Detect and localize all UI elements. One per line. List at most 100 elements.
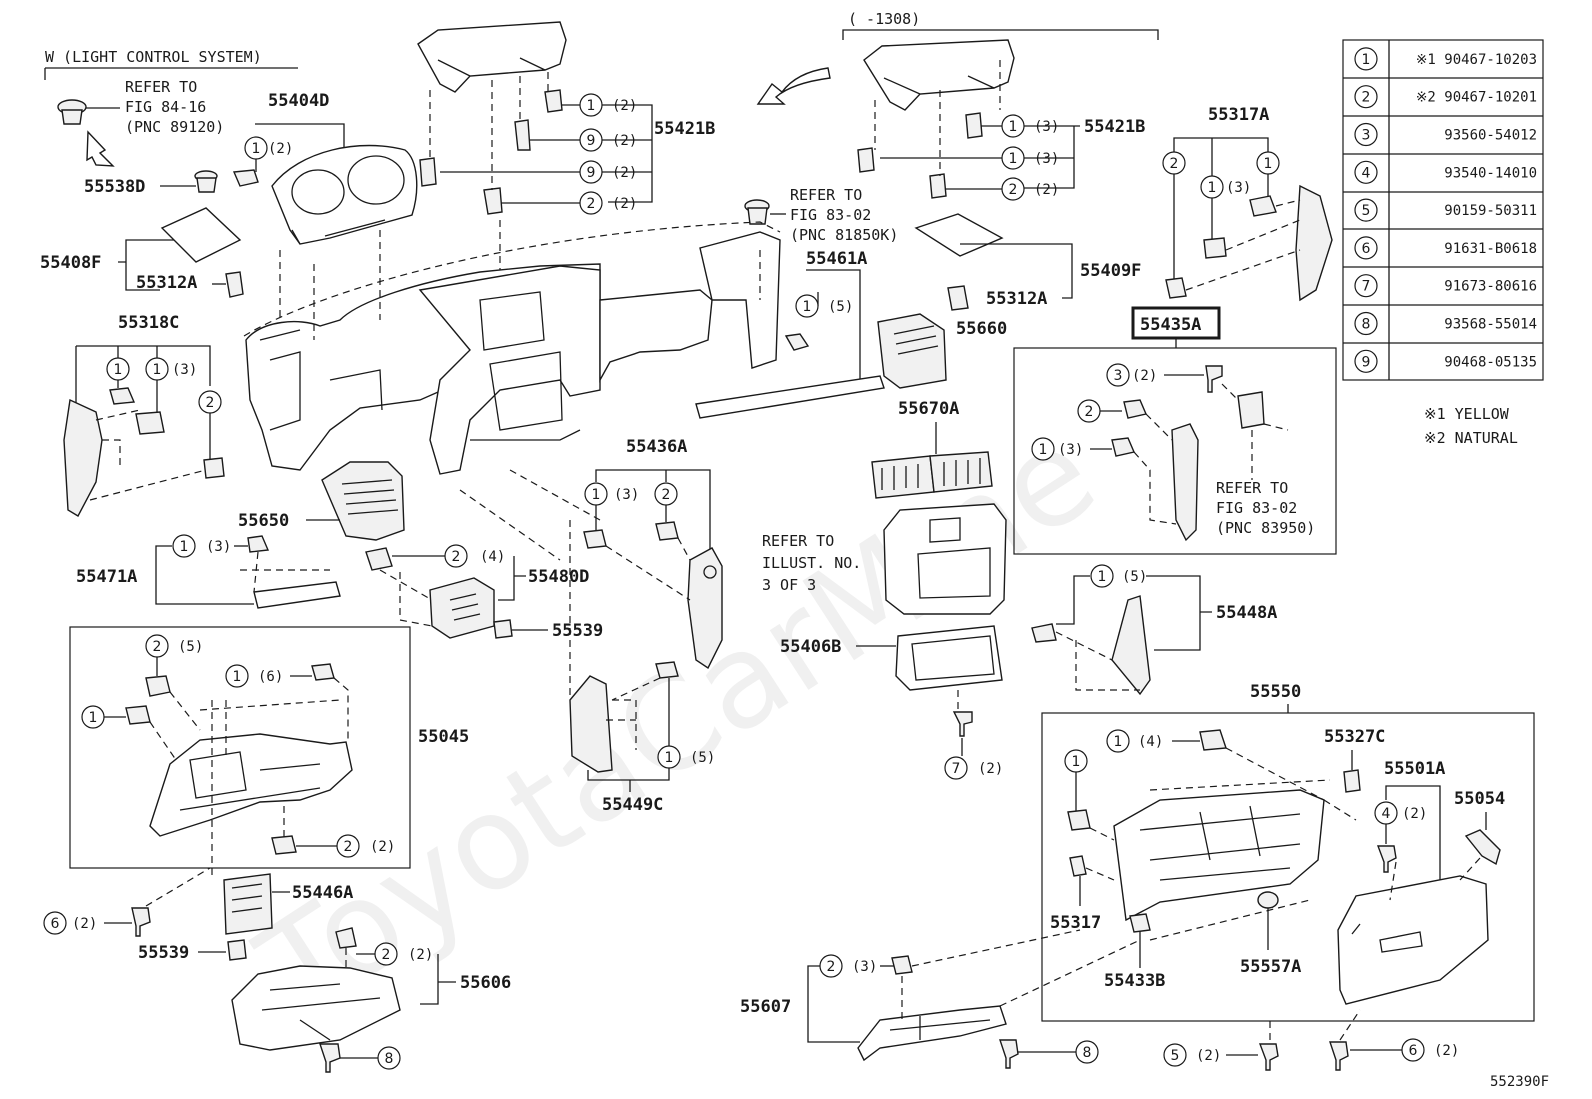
- part-55539-mid[interactable]: 55539: [552, 621, 603, 641]
- table-row-part-number[interactable]: 90159-50311: [1444, 203, 1537, 219]
- callout-6[interactable]: [43, 911, 67, 935]
- part-55435A-highlight[interactable]: [1131, 306, 1221, 340]
- glove-door-55501A: [1337, 875, 1489, 1005]
- part-55408F[interactable]: 55408F: [40, 253, 101, 273]
- callout-num: 8: [1083, 1045, 1092, 1061]
- part-55433B-shape: [1129, 913, 1151, 933]
- part-55446A[interactable]: 55446A: [292, 883, 353, 903]
- part-55404D[interactable]: 55404D: [268, 91, 329, 111]
- part-55045[interactable]: 55045: [418, 727, 469, 747]
- part-55435A[interactable]: 55435A: [1140, 315, 1201, 335]
- clip: [109, 387, 136, 405]
- part-55312A-right[interactable]: 55312A: [986, 289, 1047, 309]
- part-55480D[interactable]: 55480D: [528, 567, 589, 587]
- part-55550[interactable]: 55550: [1250, 682, 1301, 702]
- callout-2[interactable]: [819, 954, 843, 978]
- clip: [1203, 237, 1227, 259]
- part-55449C[interactable]: 55449C: [602, 795, 663, 815]
- callout-6[interactable]: [1401, 1038, 1425, 1062]
- table-row-part-number[interactable]: 93560-54012: [1444, 128, 1537, 144]
- callout-3[interactable]: [1106, 363, 1130, 387]
- table-row-part-number[interactable]: 93540-14010: [1444, 165, 1537, 181]
- part-55409F[interactable]: 55409F: [1080, 261, 1141, 281]
- table-row-part-number[interactable]: 91673-80616: [1444, 279, 1537, 295]
- ref-fig83-02-box-line3[interactable]: (PNC 83950): [1216, 519, 1315, 537]
- part-55318C[interactable]: 55318C: [118, 313, 179, 333]
- ref-illust-line1[interactable]: REFER TO: [762, 532, 834, 550]
- part-55312A-left[interactable]: 55312A: [136, 273, 197, 293]
- callout-8[interactable]: [1075, 1040, 1099, 1064]
- ref-illust-line2[interactable]: ILLUST. NO.: [762, 554, 861, 572]
- callout-8[interactable]: [377, 1046, 401, 1070]
- table-row-part-number[interactable]: ※1 90467-10203: [1416, 52, 1537, 68]
- part-55317A[interactable]: 55317A: [1208, 105, 1269, 125]
- screw: [1205, 365, 1223, 393]
- section-55435A: [1013, 347, 1337, 555]
- part-55557A[interactable]: 55557A: [1240, 957, 1301, 977]
- part-55606[interactable]: 55606: [460, 973, 511, 993]
- upper-panel-right: [863, 39, 1015, 111]
- part-55448A[interactable]: 55448A: [1216, 603, 1277, 623]
- clip: [514, 119, 531, 151]
- table-row-number: 2: [1362, 90, 1371, 106]
- part-55421B-right[interactable]: 55421B: [1084, 117, 1145, 137]
- section-55045: [69, 626, 411, 869]
- callout-1[interactable]: [1031, 437, 1055, 461]
- table-row-number-circle: [1354, 160, 1378, 184]
- callout-1[interactable]: [1090, 564, 1114, 588]
- callout-7[interactable]: [944, 756, 968, 780]
- part-55317[interactable]: 55317: [1050, 913, 1101, 933]
- table-row-number-circle: [1354, 122, 1378, 147]
- qty: (5): [690, 750, 715, 766]
- callout-1[interactable]: [795, 294, 819, 318]
- part-55436A[interactable]: 55436A: [626, 437, 687, 457]
- callout-1[interactable]: [1106, 729, 1130, 753]
- ref-fig83-02-top-line3[interactable]: (PNC 81850K): [790, 226, 898, 244]
- part-55327C[interactable]: 55327C: [1324, 727, 1385, 747]
- qty: (2): [978, 761, 1003, 777]
- callout-num: 1: [1208, 180, 1217, 196]
- part-55660[interactable]: 55660: [956, 319, 1007, 339]
- part-55538D[interactable]: 55538D: [84, 177, 145, 197]
- callout-num: 1: [180, 539, 189, 555]
- callout-num: 1: [592, 487, 601, 503]
- table-row-part-number[interactable]: ※2 90467-10201: [1416, 90, 1537, 106]
- clip: [125, 705, 151, 725]
- ref-fig83-02-top-line1[interactable]: REFER TO: [790, 186, 862, 204]
- callout-5[interactable]: [1163, 1043, 1187, 1067]
- clip: [271, 835, 297, 855]
- clip: [365, 547, 393, 571]
- callout-num: 2: [662, 487, 671, 503]
- ref-fig83-02-box-line2[interactable]: FIG 83-02: [1216, 499, 1297, 517]
- part-55670A[interactable]: 55670A: [898, 399, 959, 419]
- table-row-part-number[interactable]: 91631-B0618: [1444, 241, 1537, 257]
- part-55650[interactable]: 55650: [238, 511, 289, 531]
- part-55054[interactable]: 55054: [1454, 789, 1505, 809]
- part-55539-low[interactable]: 55539: [138, 943, 189, 963]
- strip-55461A: [695, 375, 885, 419]
- part-55471A[interactable]: 55471A: [76, 567, 137, 587]
- callout-1[interactable]: [172, 534, 196, 558]
- table-row-part-number[interactable]: 93568-55014: [1444, 317, 1537, 333]
- qty: (3): [614, 487, 639, 503]
- damper-55054: [1464, 829, 1501, 866]
- ref-fig83-02-top-line2[interactable]: FIG 83-02: [790, 206, 871, 224]
- part-55501A[interactable]: 55501A: [1384, 759, 1445, 779]
- table-row-number-circle: [1354, 85, 1378, 109]
- callout-num: 2: [206, 395, 215, 411]
- part-55421B-left[interactable]: 55421B: [654, 119, 715, 139]
- part-55433B[interactable]: 55433B: [1104, 971, 1165, 991]
- ref-fig83-02-box-line1[interactable]: REFER TO: [1216, 479, 1288, 497]
- part-55461A[interactable]: 55461A: [806, 249, 867, 269]
- callout-1[interactable]: [225, 664, 249, 688]
- bolt: [319, 1043, 341, 1073]
- hollow-arrow: [86, 130, 115, 167]
- ref-illust-line3[interactable]: 3 OF 3: [762, 576, 816, 594]
- clip: [247, 535, 270, 553]
- part-55406B[interactable]: 55406B: [780, 637, 841, 657]
- ref-light-control-line2[interactable]: FIG 84-16: [125, 98, 206, 116]
- table-row-part-number[interactable]: 90468-05135: [1444, 354, 1537, 370]
- ref-light-control-line3[interactable]: (PNC 89120): [125, 118, 224, 136]
- ref-light-control-line1[interactable]: REFER TO: [125, 78, 197, 96]
- part-55607[interactable]: 55607: [740, 997, 791, 1017]
